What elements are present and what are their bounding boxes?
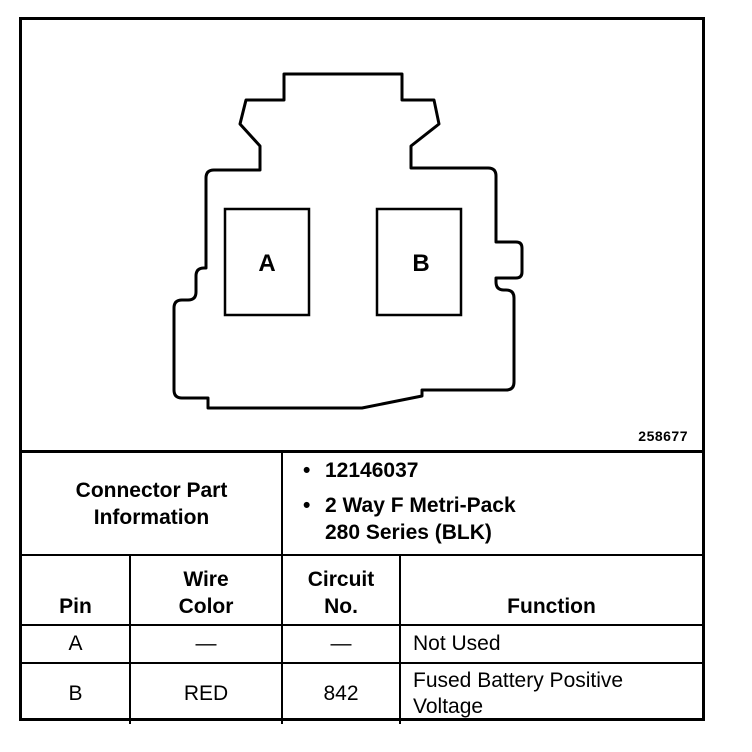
- row-b-circuit: 842: [281, 662, 401, 724]
- header-pin-text: Pin: [59, 595, 92, 618]
- table-row: A — — Not Used: [22, 624, 702, 664]
- cavity-a-label: A: [258, 250, 275, 277]
- part-number-item: • 12146037: [303, 457, 702, 484]
- header-function-text: Function: [507, 595, 596, 618]
- connector-part-info-label: Connector Part Information: [22, 453, 283, 556]
- connector-part-info-row: Connector Part Information • 12146037 • …: [22, 453, 702, 556]
- header-pin: Pin: [22, 554, 131, 626]
- connector-face-diagram: A B 258677: [22, 20, 702, 453]
- row-a-wire-color: —: [129, 624, 283, 664]
- row-b-wire-color: RED: [129, 662, 283, 724]
- connector-info-table: Connector Part Information • 12146037 • …: [22, 453, 702, 724]
- table-row: B RED 842 Fused Battery Positive Voltage: [22, 662, 702, 724]
- header-row: Pin Wire Color Circuit No. Function: [22, 554, 702, 626]
- connector-type-item: • 2 Way F Metri-Pack 280 Series (BLK): [303, 492, 702, 546]
- header-wire-color: Wire Color: [129, 554, 283, 626]
- cavity-a: [223, 207, 311, 317]
- connector-type-line2: 280 Series (BLK): [325, 521, 492, 544]
- header-circuit-line1: Circuit: [307, 568, 375, 591]
- header-function: Function: [399, 554, 702, 626]
- row-a-circuit: —: [281, 624, 401, 664]
- header-wire-color-line1: Wire: [183, 568, 229, 591]
- header-circuit-no: Circuit No.: [281, 554, 401, 626]
- connector-housing-outline: [172, 72, 524, 410]
- row-a-pin: A: [22, 624, 131, 664]
- connector-part-info-list: • 12146037 • 2 Way F Metri-Pack 280 Seri…: [281, 453, 702, 556]
- part-number-text: 12146037: [325, 459, 419, 482]
- connector-face-drawing: A B: [172, 72, 524, 410]
- connector-part-info-label-line1: Connector Part: [75, 478, 228, 502]
- bullet: •: [303, 494, 311, 517]
- header-circuit-line2: No.: [324, 595, 358, 618]
- row-a-function: Not Used: [399, 624, 702, 664]
- bullet: •: [303, 459, 311, 482]
- connector-frame: A B 258677 Connector Part Information • …: [19, 17, 705, 724]
- connector-type-line1: 2 Way F Metri-Pack: [325, 494, 516, 517]
- figure-number: 258677: [638, 428, 688, 444]
- row-b-pin: B: [22, 662, 131, 724]
- row-b-function-line1: Fused Battery Positive: [413, 669, 624, 692]
- connector-part-info-label-line2: Information: [93, 505, 210, 529]
- cavity-b: [375, 207, 463, 317]
- header-wire-color-line2: Color: [178, 595, 234, 618]
- cavity-b-label: B: [412, 250, 429, 277]
- row-b-function-line2: Voltage: [413, 695, 484, 718]
- row-b-function: Fused Battery Positive Voltage: [399, 662, 702, 724]
